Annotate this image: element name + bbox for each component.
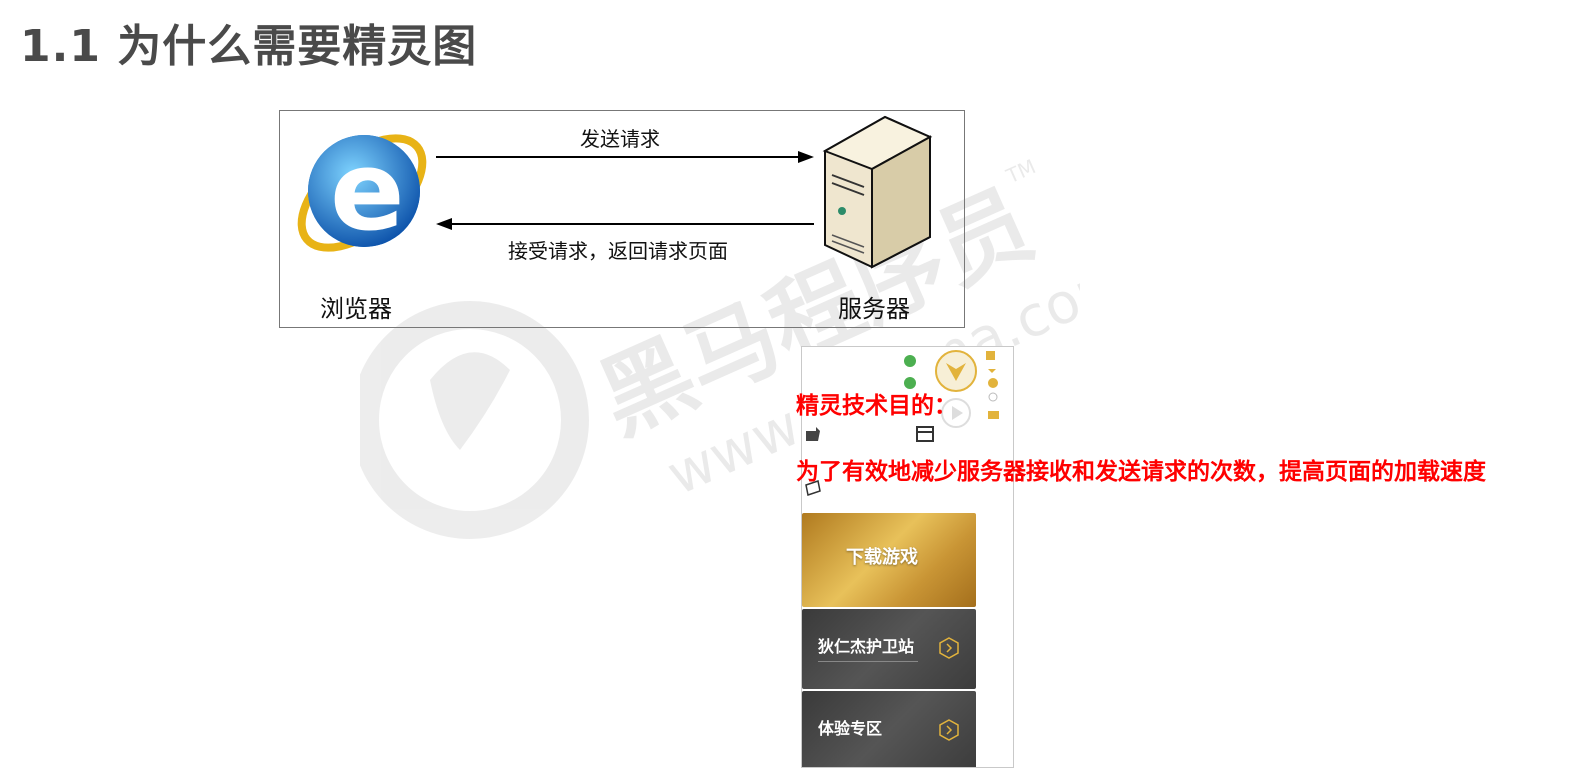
caret-icon — [988, 369, 996, 373]
download-game-card: 下载游戏 — [802, 513, 976, 607]
browser-label: 浏览器 — [320, 295, 392, 323]
ticket-icon — [988, 411, 999, 419]
purpose-heading: 精灵技术目的： — [796, 393, 957, 419]
purpose-text: 为了有效地减少服务器接收和发送请求的次数，提高页面的加载速度 — [796, 459, 1486, 485]
small-circle-icon — [988, 392, 998, 402]
plus-icon — [986, 351, 995, 360]
svg-text:e: e — [330, 127, 405, 255]
hex-arrow-icon — [939, 637, 959, 659]
watermark-tm: TM — [1002, 154, 1040, 188]
page-title: 1.1 为什么需要精灵图 — [20, 21, 478, 72]
server-label: 服务器 — [838, 295, 910, 323]
response-label: 接受请求，返回请求页面 — [508, 239, 728, 263]
play-icon — [941, 398, 971, 428]
calendar-icon — [916, 426, 934, 442]
flag-icon — [805, 480, 821, 496]
puzzle-icon — [806, 427, 820, 441]
lock-icon — [904, 377, 916, 389]
experience-zone-card: 体验专区 — [802, 691, 976, 767]
request-label: 发送请求 — [580, 127, 660, 151]
download-game-label: 下载游戏 — [846, 547, 918, 568]
clock-icon — [988, 378, 998, 388]
browser-icon: e — [297, 127, 427, 255]
card-divider — [818, 661, 918, 662]
diagram-arrows: e — [297, 115, 933, 269]
guard-station-card: 狄仁杰护卫站 — [802, 609, 976, 689]
experience-zone-label: 体验专区 — [818, 719, 883, 738]
hex-arrow-icon — [939, 719, 959, 741]
green-dot-icon — [904, 355, 916, 367]
sprite-sheet-sample: 下载游戏 狄仁杰护卫站 体验专区 — [801, 346, 1014, 768]
server-icon — [822, 115, 933, 269]
request-diagram: e 发送请求 接受请求，返回请求页面 浏览器 服务器 — [279, 110, 965, 328]
guard-station-label: 狄仁杰护卫站 — [818, 637, 915, 656]
sprite-icons — [805, 350, 999, 496]
